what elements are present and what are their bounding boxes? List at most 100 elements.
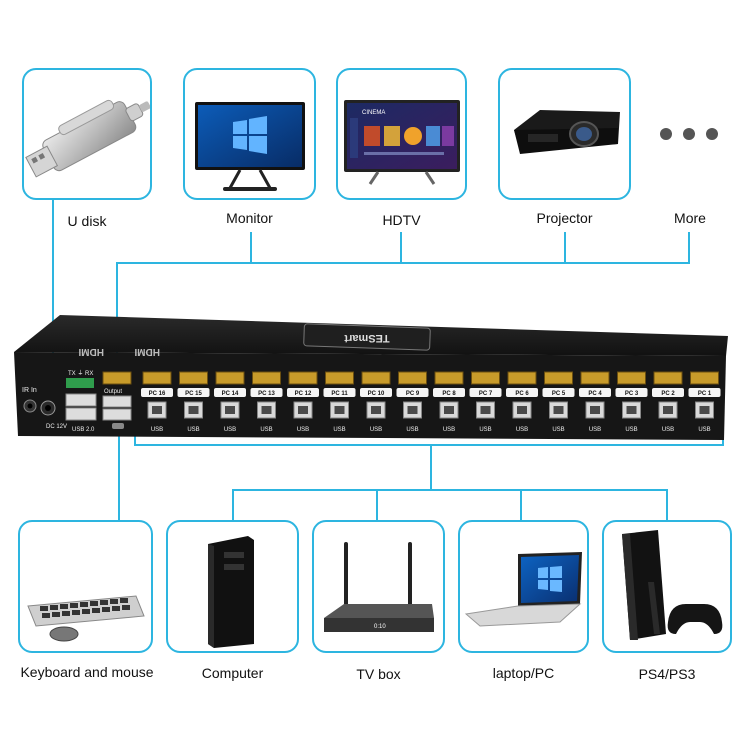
laptop-wire [520,489,522,522]
computer-card [166,520,299,653]
output-label: Output [104,389,122,395]
pc-port-label: PC 6 [515,391,529,397]
computer-label: Computer [201,665,264,681]
hdtv-wire [400,232,402,264]
pc-port-label: PC 15 [185,391,202,397]
laptop-label: laptop/PC [492,665,555,681]
kvm-top-logo-2: HDMI [134,346,160,357]
keyboard-label: Keyboard and mouse [20,664,154,680]
usb-port-label: USB [552,427,564,433]
usb-port-label: USB [333,427,345,433]
laptop-card [458,520,589,653]
rs232-label: TX ⏚ RX [68,370,93,377]
usb-port-label: USB [151,427,163,433]
kvm-brand: TESmart [344,332,390,344]
tvbox-display: 0:10 [374,624,386,630]
tvbox-label: TV box [356,666,401,682]
monitor-card [183,68,316,200]
pc-ports-box-right [722,360,724,446]
pc-port-label: PC 9 [406,391,420,397]
projector-card [498,68,631,200]
hdtv-icon: CINEMA [344,100,460,185]
desktop-tower-icon [208,536,254,648]
laptop-icon [464,552,582,627]
keyboard-wire [118,418,120,522]
projector-icon [514,110,620,154]
udisk-card [22,68,152,200]
pc-port-column: PC 2 USB [652,371,684,433]
usb-port-label: USB [662,427,674,433]
usb-port-label: USB [297,427,309,433]
pc-port-column: PC 12 USB [287,371,319,433]
kvm-brand-plate: TESmart [303,323,431,351]
tvbox-card: 0:10 [312,520,445,653]
pc-port-group: PC 16 USB PC 15 USB PC 14 USB PC 13 USB PC 12 USB… [141,371,721,433]
usb-port-label: USB [625,427,637,433]
computer-wire [232,489,234,522]
hdtv-label: HDTV [382,212,421,228]
kvm-front-panel [14,352,726,440]
pc-port-label: PC 4 [588,391,602,397]
pc-port-label: PC 14 [222,391,239,397]
bottom-bus-horizontal [232,489,668,491]
pc-port-column: PC 8 USB [433,371,465,433]
usb-port-label: USB [406,427,418,433]
pc-port-label: PC 5 [552,391,566,397]
pc-port-column: PC 1 USB [688,371,721,433]
keyboard-mouse-icon [27,595,145,642]
usb-port-label: USB [698,427,710,433]
tv-box-icon: 0:10 [324,542,434,632]
pc-port-label: PC 12 [295,391,312,397]
projector-wire [564,232,566,264]
dc-label: DC 12V [46,424,67,430]
udisk-wire-vertical [52,198,54,398]
monitor-wire [250,232,252,264]
pc-port-label: PC 13 [258,391,275,397]
pc-port-column: PC 13 USB [250,371,283,433]
kvm-top-face [14,315,728,356]
pc-port-column: PC 5 USB [542,371,575,433]
pc-port-column: PC 15 USB [177,371,210,433]
pc-port-column: PC 3 USB [615,371,648,433]
top-bus-horizontal [116,262,690,264]
usb-port-label: USB [260,427,272,433]
bottom-trunk [430,446,432,490]
ps4-label: PS4/PS3 [638,666,696,682]
usb20-label: USB 2.0 [72,427,95,433]
pc-port-label: PC 8 [442,391,456,397]
top-bus-down [116,262,118,372]
monitor-icon [195,102,305,191]
kvm-top-logo: HDMI [78,346,104,357]
game-console-icon [622,530,723,640]
ir-label: IR In [22,387,37,394]
usb-port-label: USB [187,427,199,433]
pc-ports-box-top [134,360,724,362]
more-wire [688,232,690,264]
pc-port-label: PC 16 [149,391,166,397]
usb-port-label: USB [224,427,236,433]
pc-port-column: PC 9 USB [396,371,429,433]
udisk-label: U disk [67,213,107,229]
pc-port-label: PC 2 [661,391,675,397]
usb-port-label: USB [516,427,528,433]
projector-label: Projector [536,210,593,226]
more-dots-icon [660,128,718,140]
pc-port-label: PC 3 [625,391,639,397]
hdtv-card: CINEMA [336,68,467,200]
pc-port-column: PC 14 USB [214,371,246,433]
udisk-wire-horizontal [52,397,80,399]
pc-port-column: PC 6 USB [506,371,538,433]
pc-port-label: PC 1 [698,391,712,397]
pc-port-label: PC 10 [368,391,385,397]
pc-ports-box-bottom [134,444,724,446]
ps4-wire [666,489,668,522]
tvbox-wire [376,489,378,522]
usb-port-label: USB [479,427,491,433]
pc-port-column: PC 16 USB [141,371,173,433]
usb-port-label: USB [443,427,455,433]
pc-ports-box-left [134,360,136,446]
keyboard-card [18,520,153,653]
ps4-card [602,520,732,653]
